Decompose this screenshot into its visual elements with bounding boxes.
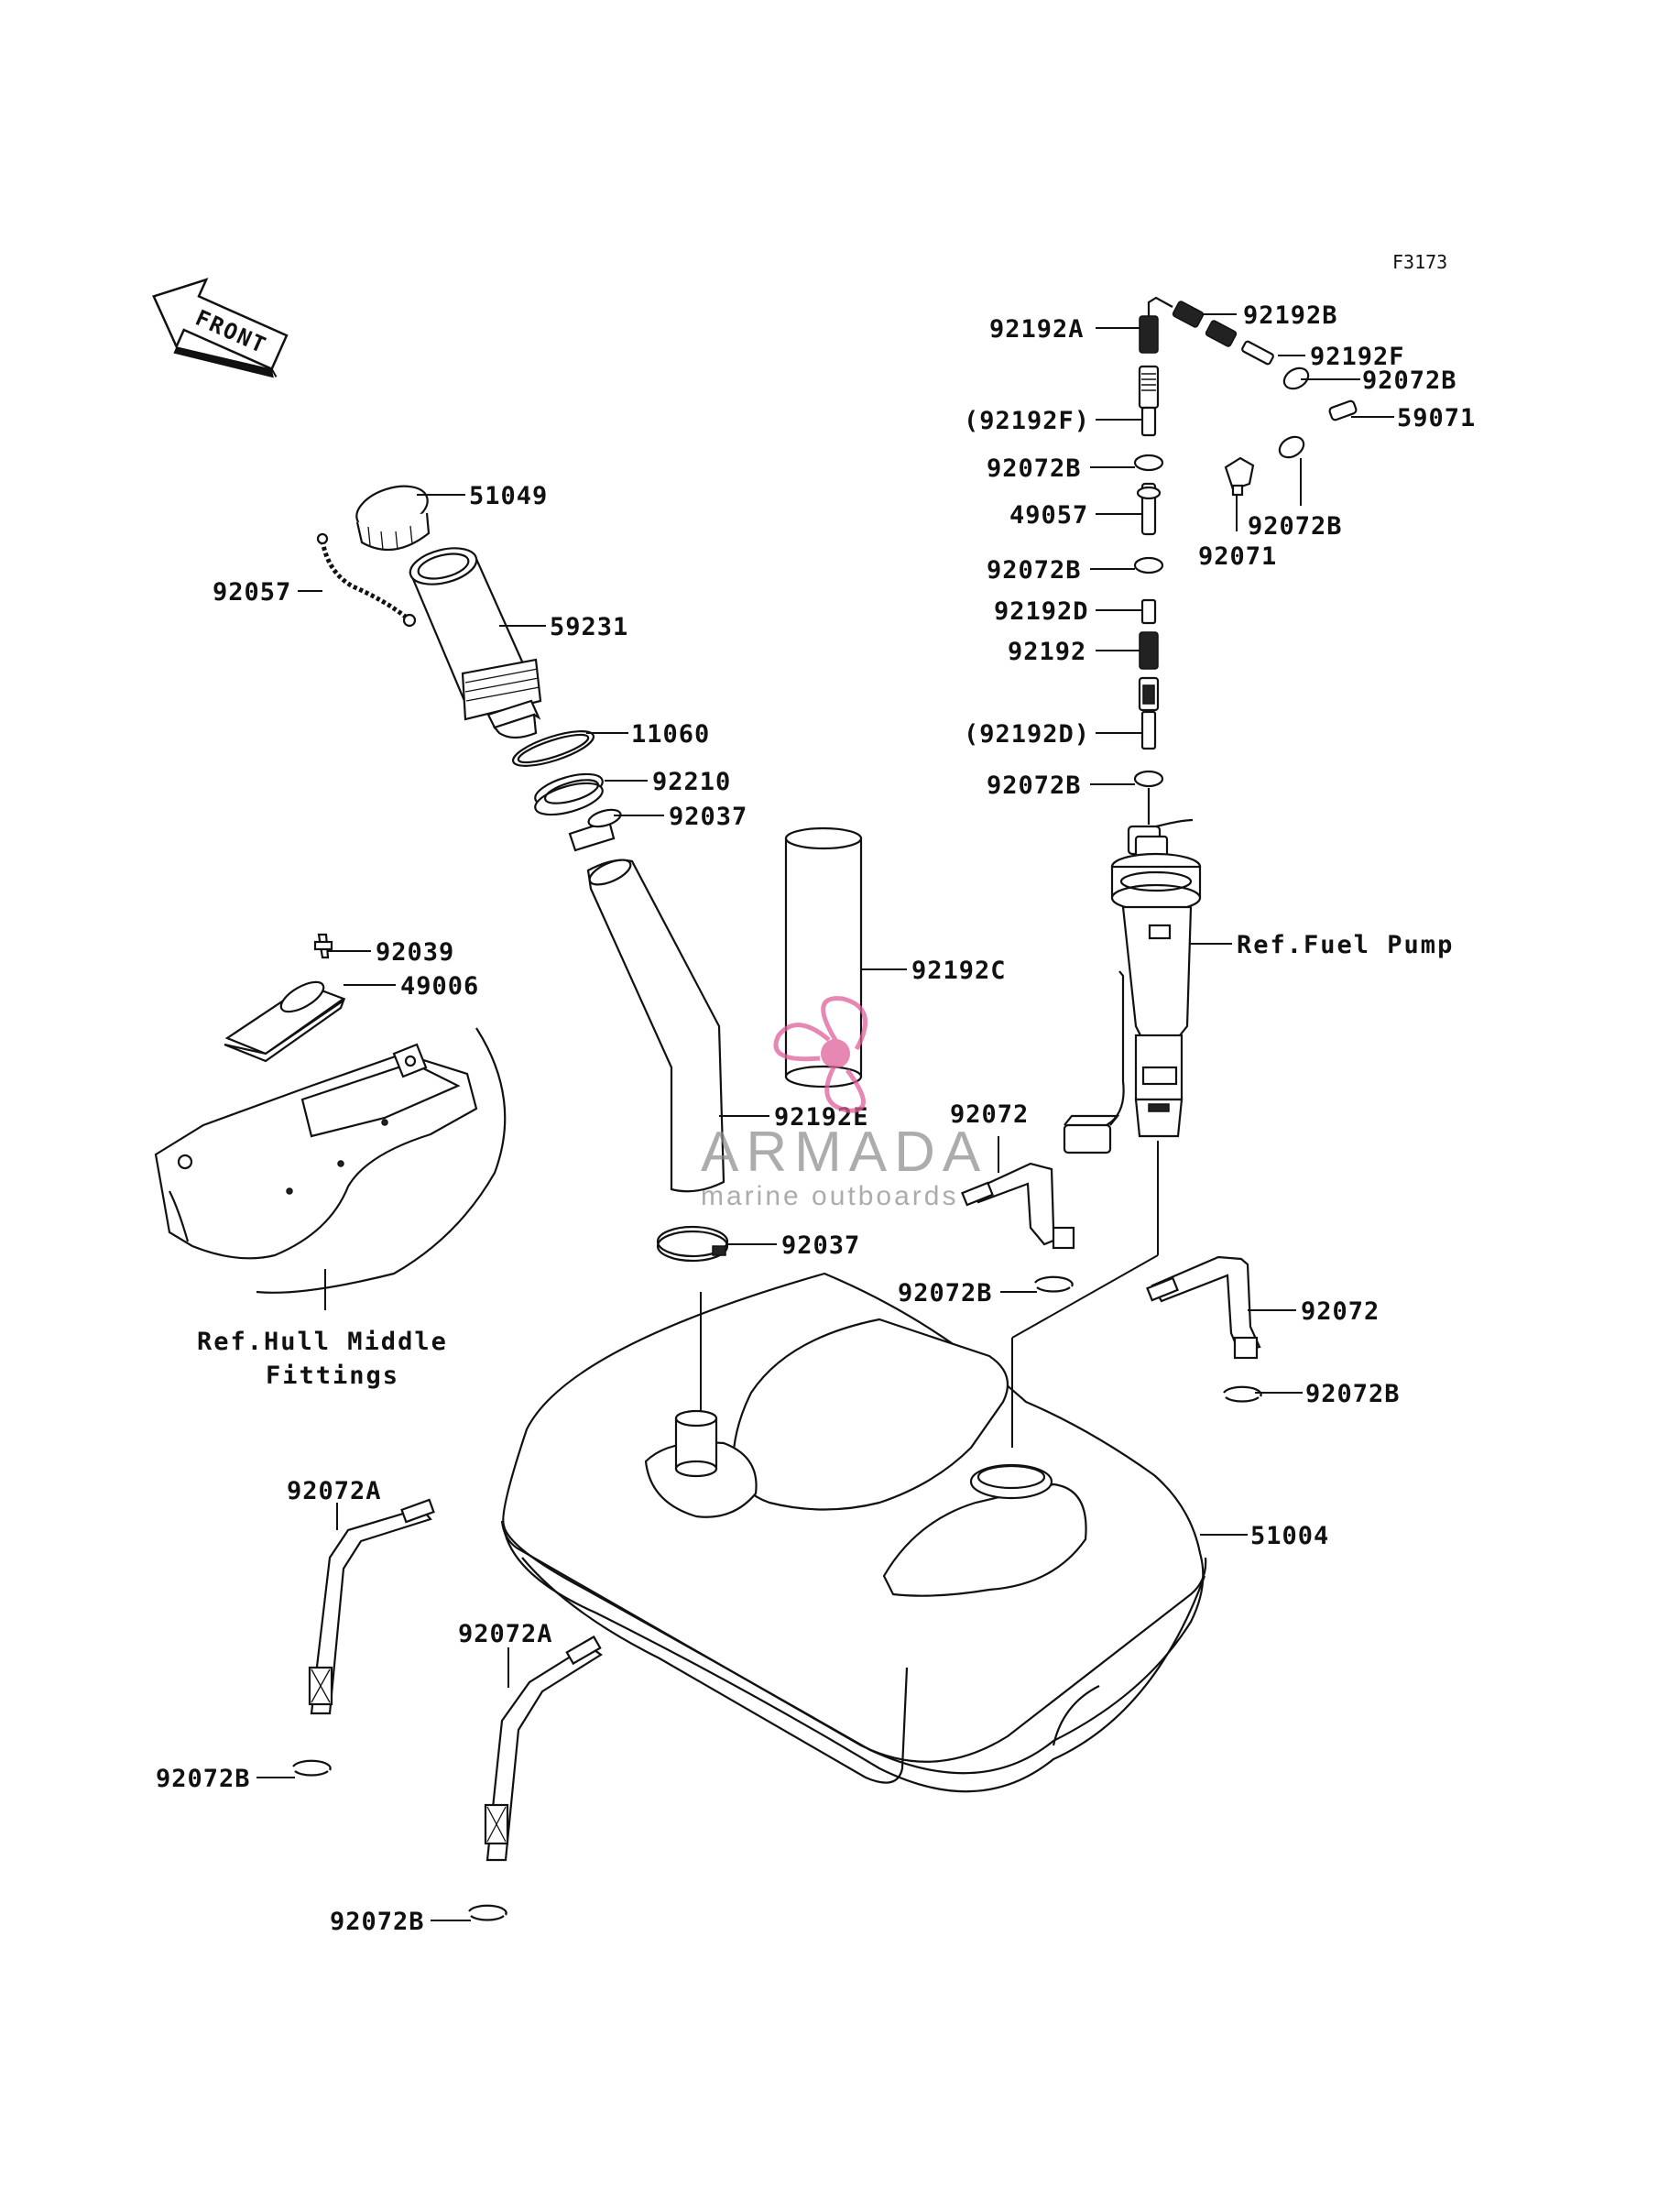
- part-label: 92037: [781, 1231, 860, 1260]
- part-label: 92072: [950, 1100, 1029, 1129]
- fuel-pump-assembly: [1063, 788, 1202, 1154]
- part-label: 51004: [1250, 1522, 1329, 1550]
- part-label: 92071: [1198, 542, 1277, 571]
- strap-92072-lower: [1146, 1255, 1261, 1360]
- part-label: 92072B: [1248, 512, 1343, 541]
- strap-92072A-center: [484, 1635, 603, 1862]
- part-label: 59231: [550, 613, 628, 641]
- part-label: 92037: [669, 803, 747, 831]
- neck-gasket: [511, 730, 595, 767]
- hull-fitting-detail: [154, 933, 507, 1294]
- part-label: 92057: [213, 578, 291, 607]
- watermark-name: ARMADA: [701, 1121, 987, 1184]
- part-label: 92072A: [287, 1477, 382, 1505]
- part-label: 92072B: [987, 771, 1082, 800]
- part-label: 92192D: [994, 597, 1089, 626]
- ref-hull-label-line1: Ref.Hull Middle: [197, 1328, 448, 1356]
- part-label: 11060: [631, 720, 710, 749]
- filler-neck: [409, 547, 542, 739]
- part-label: 92072B: [898, 1279, 993, 1307]
- part-label: 59071: [1397, 404, 1476, 432]
- breather-hose-assembly: [1133, 296, 1358, 788]
- part-label: 92210: [652, 768, 731, 796]
- figure-code: F3173: [1392, 251, 1447, 273]
- armada-watermark: ARMADA marine outboards: [701, 996, 987, 1211]
- part-label: 92192B: [1243, 301, 1338, 330]
- ref-hull-label-line2: Fittings: [266, 1362, 399, 1390]
- part-label: 92072: [1301, 1297, 1380, 1326]
- ref-fuel-pump-label: Ref.Fuel Pump: [1237, 931, 1454, 959]
- part-labels: 92192B 92192A 92192F 92072B (92192F) 590…: [156, 301, 1476, 1936]
- part-label: 92072A: [458, 1620, 553, 1648]
- part-label: (92192F): [964, 407, 1090, 435]
- fuel-tank: [500, 1272, 1207, 1793]
- part-label: 49006: [400, 972, 479, 1001]
- filler-hose-92192E: [586, 859, 725, 1193]
- part-label: 92192F: [1310, 343, 1405, 371]
- part-label: 92072B: [1305, 1380, 1401, 1408]
- propeller-logo-icon: [773, 996, 867, 1113]
- upper-hose-clamp: [568, 808, 622, 852]
- filler-cap: [355, 485, 431, 552]
- part-label: (92192D): [964, 720, 1090, 749]
- part-label: 92072B: [156, 1765, 251, 1793]
- watermark-subtitle: marine outboards: [701, 1181, 958, 1211]
- part-label: 51049: [469, 482, 548, 510]
- strap-92072-upper: [961, 1162, 1075, 1250]
- part-label: 92072B: [987, 556, 1082, 585]
- leader-lines: [256, 313, 1394, 1921]
- cap-tether-chain: [316, 532, 417, 628]
- part-label: 92192E: [774, 1103, 869, 1132]
- part-label: 92072B: [1362, 366, 1457, 395]
- lower-hose-clamp: [656, 1225, 729, 1263]
- part-label: 92072B: [987, 454, 1082, 483]
- strap-92072A-left: [308, 1498, 435, 1715]
- neck-ring-nut: [534, 772, 604, 816]
- part-label: 92072B: [330, 1908, 425, 1936]
- part-label: 92039: [376, 938, 454, 967]
- front-arrow-icon: FRONT: [152, 278, 289, 378]
- part-label: 92192A: [989, 315, 1085, 344]
- part-label: 92192C: [911, 957, 1007, 985]
- part-label: 92192: [1008, 638, 1086, 666]
- part-label: 49057: [1009, 501, 1088, 530]
